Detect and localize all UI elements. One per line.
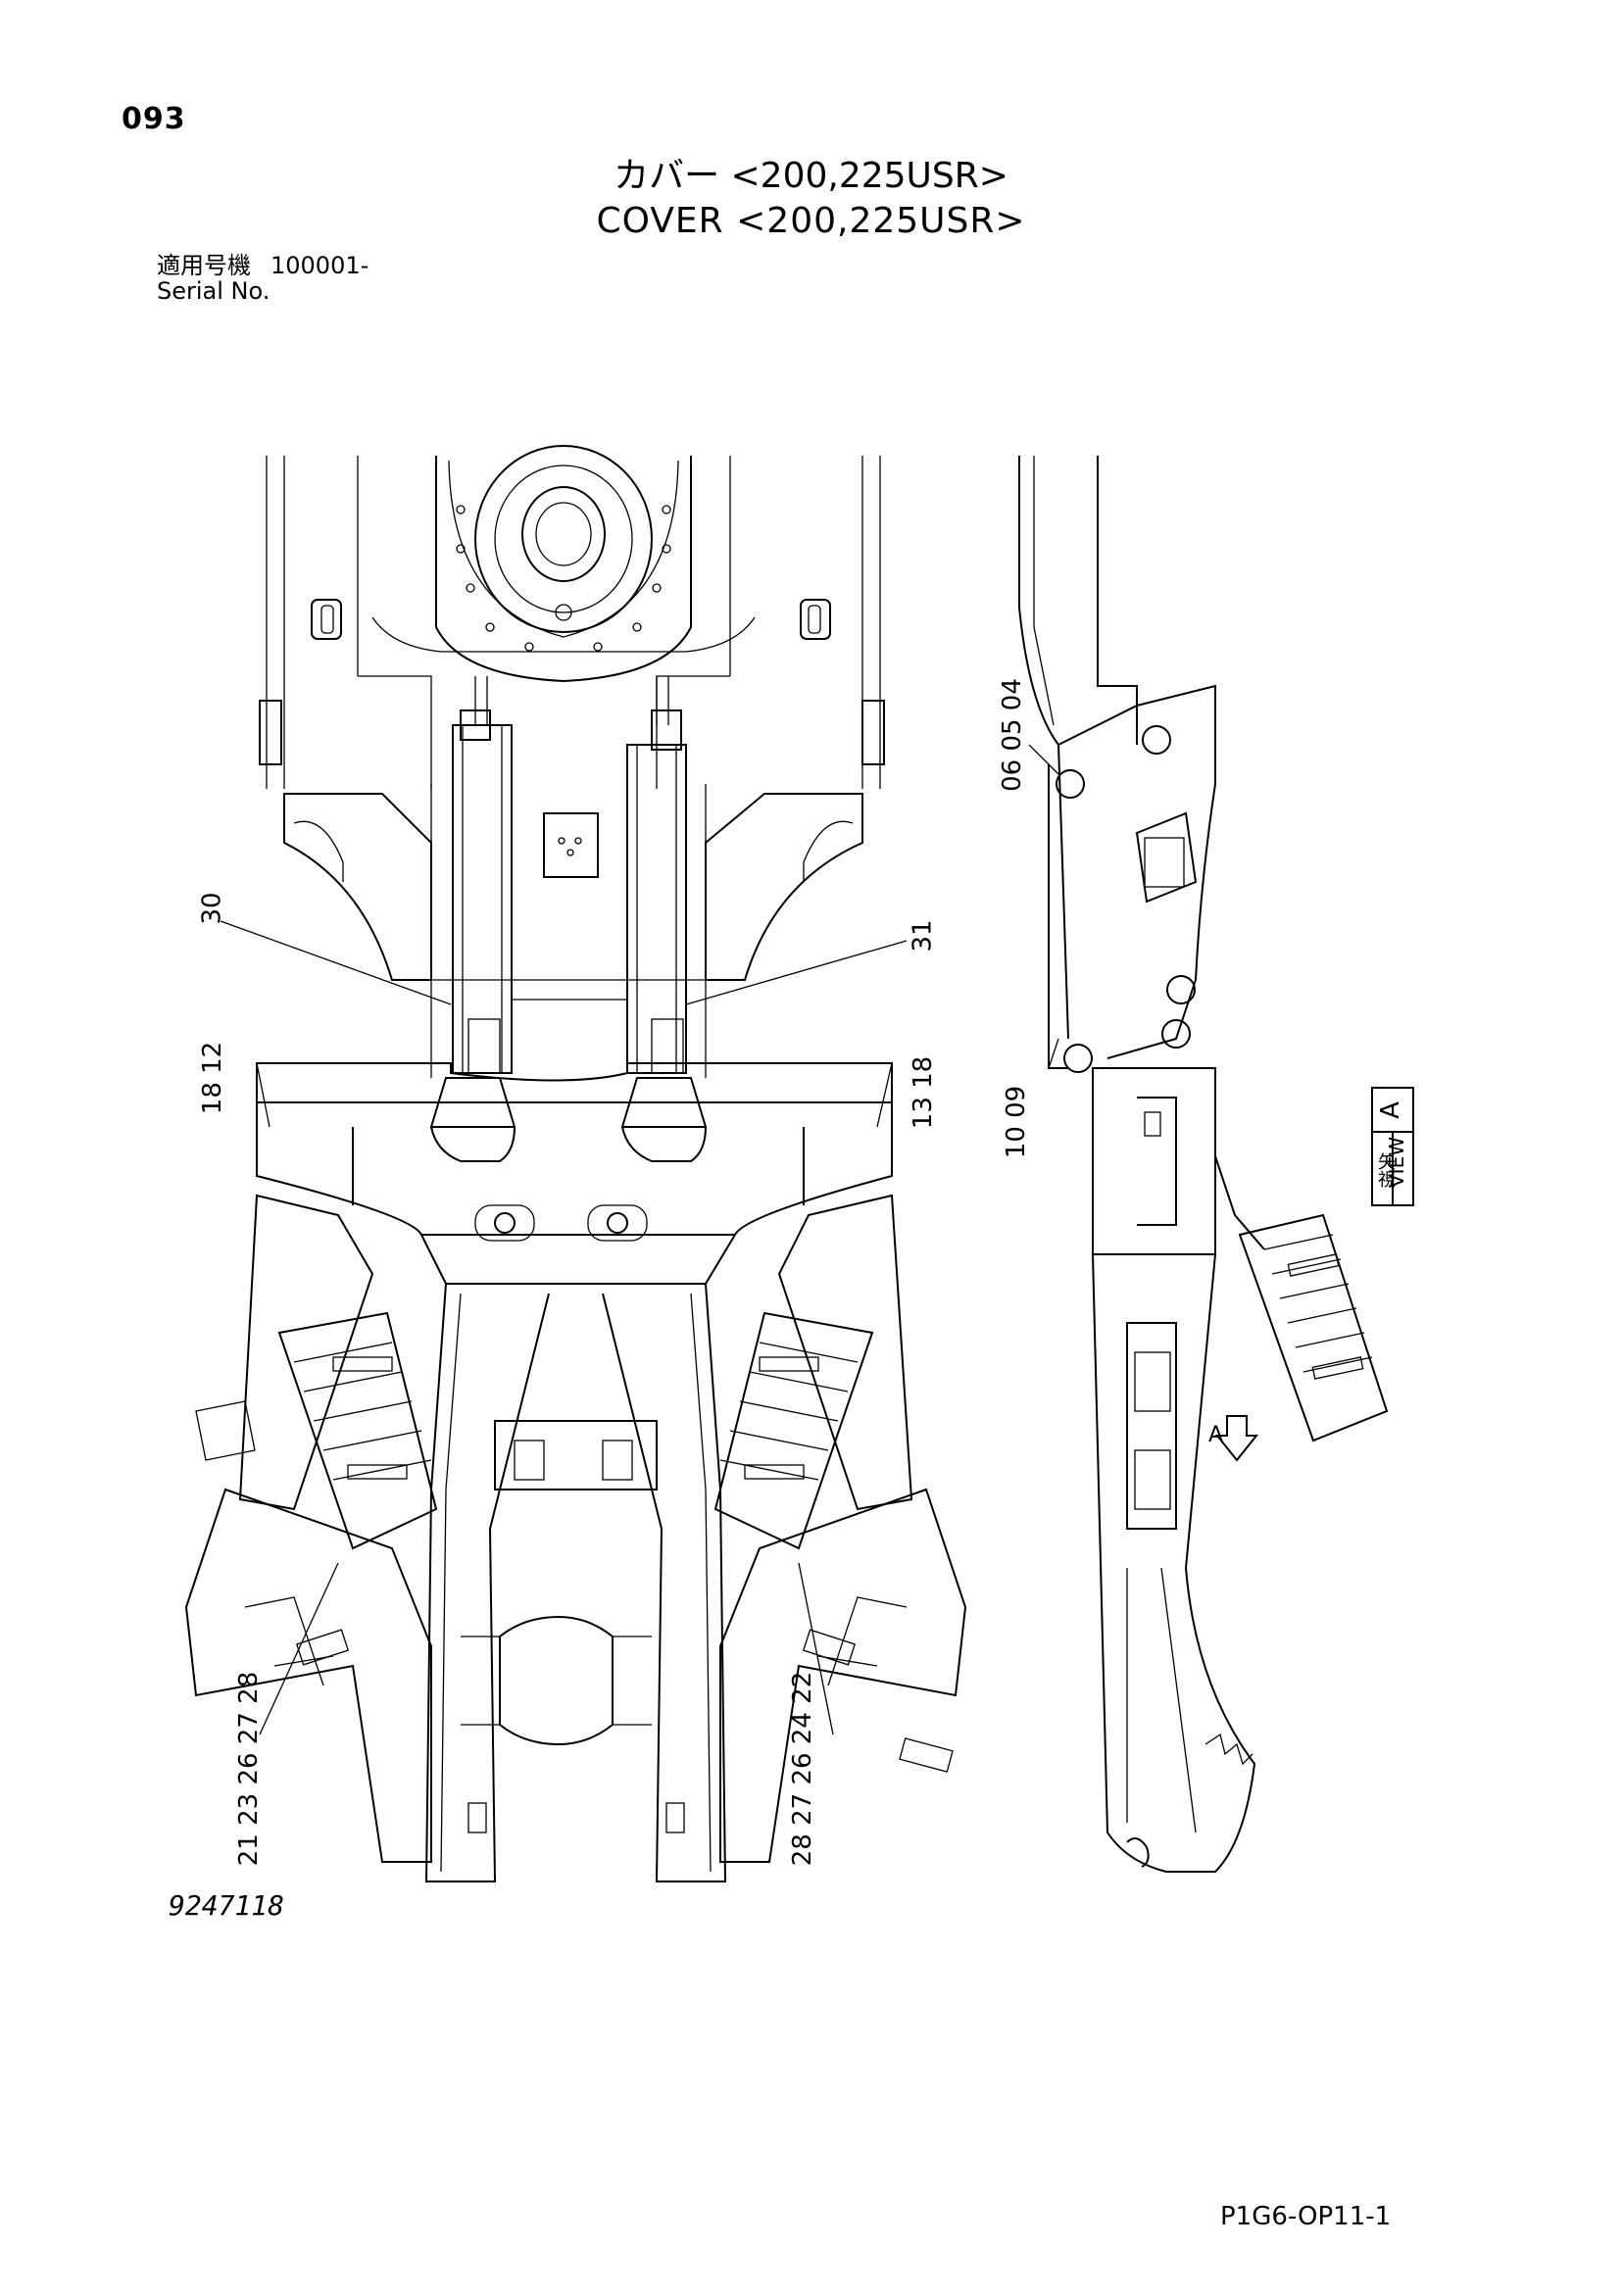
figure-id: 9247118 xyxy=(169,1889,285,1922)
callout-30: 30 xyxy=(197,892,227,925)
page-number: 093 xyxy=(122,102,186,136)
title-english: COVER <200,225USR> xyxy=(596,201,1026,241)
left-cylinder xyxy=(452,676,513,1074)
left-cover-arm xyxy=(184,1194,438,1863)
side-view xyxy=(1018,456,1265,1873)
view-arrow-letter: A xyxy=(1208,1423,1224,1447)
callout-21-28: 21 23 26 27 28 xyxy=(234,1671,265,1867)
callout-31: 31 xyxy=(908,919,938,953)
view-a-label xyxy=(1371,1087,1414,1206)
center-plate xyxy=(430,784,707,1078)
document-code: P1G6-OP11-1 xyxy=(1220,2202,1392,2231)
serial-number-block: 適用号機 100001- Serial No. xyxy=(157,253,369,304)
upper-frame-lines xyxy=(266,456,881,789)
leader-lines xyxy=(220,744,1059,1735)
slewing-ring xyxy=(435,445,692,683)
view-letter: A xyxy=(1375,1101,1405,1119)
right-cover-arm xyxy=(713,1194,967,1863)
cross-member xyxy=(256,1062,893,1162)
callout-28-22: 28 27 26 24 22 xyxy=(788,1671,818,1867)
main-body xyxy=(256,1102,893,1285)
frame-brackets xyxy=(283,793,863,981)
serial-value: 100001- xyxy=(270,252,369,279)
callout-13-18: 13 18 xyxy=(909,1055,939,1130)
serial-label-jp: 適用号機 xyxy=(157,252,251,279)
view-a-arrow xyxy=(1214,1415,1259,1462)
lower-legs xyxy=(424,1283,727,1882)
serial-label-en: Serial No. xyxy=(157,277,270,305)
title-japanese: カバー <200,225USR> xyxy=(614,156,1008,196)
callout-18-12: 18 12 xyxy=(198,1041,228,1115)
callout-06-05-04: 06 05 04 xyxy=(997,678,1027,792)
side-mounts xyxy=(259,599,885,765)
view-a-cover xyxy=(1238,1213,1389,1442)
view-jp: 矢視 xyxy=(1375,1152,1396,1188)
callout-10-09: 10 09 xyxy=(1002,1085,1032,1159)
right-cylinder xyxy=(626,676,687,1074)
